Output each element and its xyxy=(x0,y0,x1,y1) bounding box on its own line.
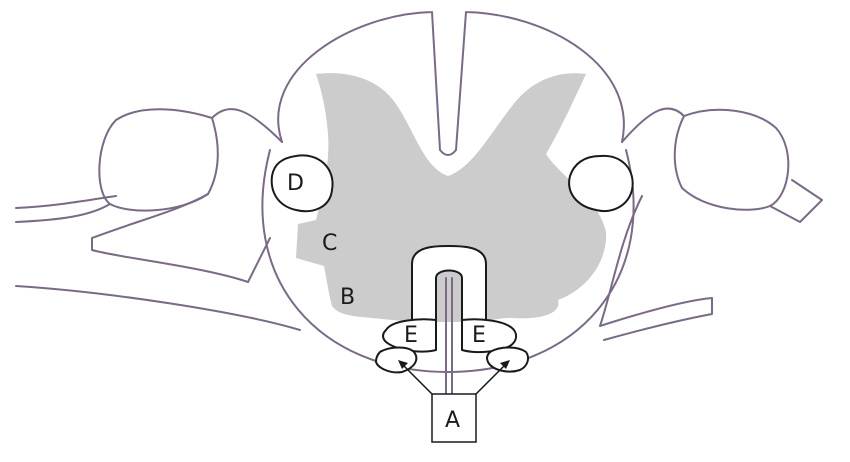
tract-e-right xyxy=(461,318,518,354)
label-box-a xyxy=(431,393,477,443)
spinal-cord-outline xyxy=(261,11,635,373)
arrowhead-a-right xyxy=(500,360,510,369)
central-canal xyxy=(411,245,487,333)
pointer-a-left xyxy=(401,363,433,395)
tract-d-left xyxy=(270,154,334,213)
tract-a-right xyxy=(485,346,529,373)
right-dorsal-root xyxy=(621,107,790,211)
tract-a-left xyxy=(375,346,418,374)
label-d: D xyxy=(287,171,304,196)
left-dorsal-root xyxy=(98,108,283,212)
label-b: B xyxy=(340,285,355,310)
label-e-right: E xyxy=(472,323,486,348)
left-ventral-root xyxy=(15,203,111,223)
right-spinal-nerve xyxy=(599,179,823,341)
pointer-a-right xyxy=(475,363,507,395)
gray-matter xyxy=(296,73,607,323)
label-e-left: E xyxy=(404,323,418,348)
anterior-median-fissure xyxy=(445,277,453,395)
label-a: A xyxy=(445,408,460,433)
label-c: C xyxy=(322,231,337,256)
left-spinal-nerve xyxy=(15,193,301,331)
arrowhead-a-left xyxy=(398,360,408,369)
tract-right-oval xyxy=(568,154,634,212)
